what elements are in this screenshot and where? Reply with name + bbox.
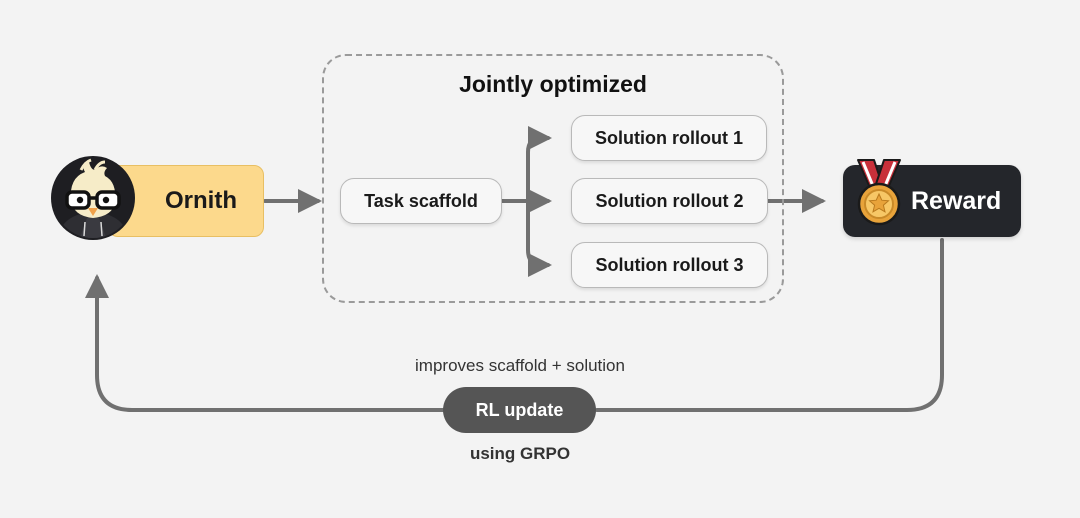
group-title: Jointly optimized [459,71,647,97]
solution-rollout-2-node[interactable]: Solution rollout 2 [571,178,768,224]
rl-update-node[interactable]: RL update [443,387,596,433]
arrow-feedback-to-ornith [85,274,445,412]
medal-icon [857,159,901,226]
solution-rollout-3-node[interactable]: Solution rollout 3 [571,242,768,288]
solution-rollout-3-label: Solution rollout 3 [595,254,744,275]
ornith-label: Ornith [165,187,237,214]
solution-rollout-1-label: Solution rollout 1 [595,127,743,148]
ornith-avatar-icon [51,156,135,240]
arrow-scaffold-to-rollout-3 [526,199,552,277]
solution-rollout-2-label: Solution rollout 2 [595,190,744,211]
arrow-reward-feedback [595,238,944,412]
rl-caption-top: improves scaffold + solution [415,356,625,375]
solution-rollout-1-node[interactable]: Solution rollout 1 [571,115,767,161]
rl-update-label: RL update [475,399,564,420]
task-scaffold-label: Task scaffold [364,190,478,211]
task-scaffold-node[interactable]: Task scaffold [340,178,502,224]
jointly-optimized-group: Jointly optimized [322,54,784,303]
arrow-scaffold-to-rollout-1 [526,126,552,203]
rl-caption-bottom: using GRPO [469,444,571,463]
reward-label: Reward [911,186,1002,215]
